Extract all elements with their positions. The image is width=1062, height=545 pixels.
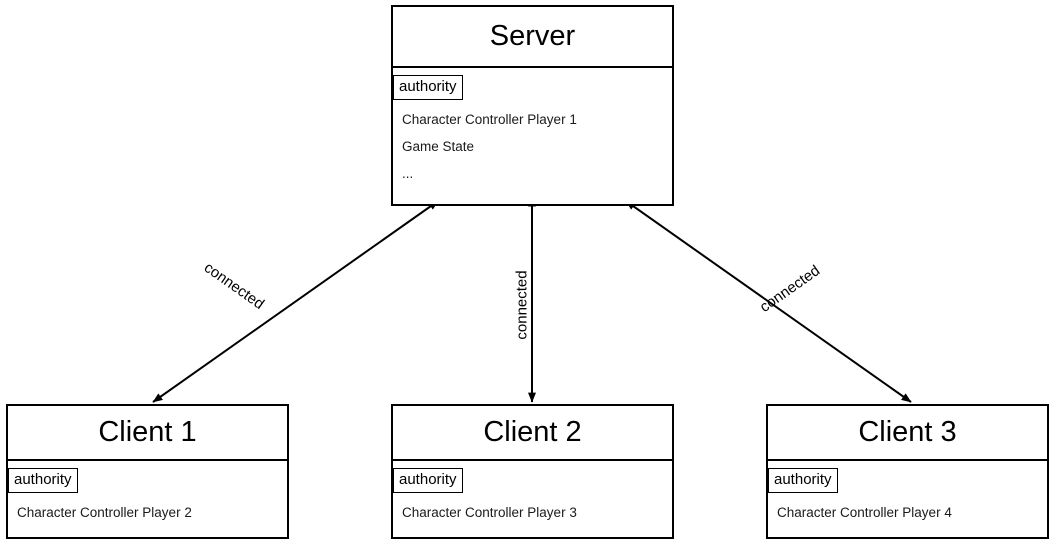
node-server[interactable]: Server authority Character Controller Pl… — [391, 5, 674, 206]
node-client3[interactable]: Client 3 authority Character Controller … — [766, 404, 1049, 539]
node-client2-stereotype: authority — [393, 468, 463, 493]
node-server-attribute: Character Controller Player 1 — [402, 112, 577, 127]
node-client1-attribute: Character Controller Player 2 — [17, 505, 192, 520]
node-client1-body: authority Character Controller Player 2 — [8, 461, 287, 526]
node-server-attribute: Game State — [402, 139, 475, 154]
edge-server-client1 — [152, 200, 439, 403]
node-client3-stereotype-wrap: authority — [768, 468, 1047, 493]
node-client2-body: authority Character Controller Player 3 — [393, 461, 672, 526]
node-server-title: Server — [393, 7, 672, 68]
node-client3-attribute: Character Controller Player 4 — [777, 505, 952, 520]
node-client3-body: authority Character Controller Player 4 — [768, 461, 1047, 526]
node-client3-stereotype: authority — [768, 468, 838, 493]
edge-label-server-client1: connected — [200, 259, 268, 313]
node-server-stereotype-wrap: authority — [393, 75, 672, 100]
edge-label-server-client2: connected — [513, 270, 531, 340]
node-client1-title: Client 1 — [8, 406, 287, 461]
node-client2-attribute: Character Controller Player 3 — [402, 505, 577, 520]
node-client2-stereotype-wrap: authority — [393, 468, 672, 493]
node-client1-stereotype-wrap: authority — [8, 468, 287, 493]
node-client2-title: Client 2 — [393, 406, 672, 461]
node-client1[interactable]: Client 1 authority Character Controller … — [6, 404, 289, 539]
node-client2[interactable]: Client 2 authority Character Controller … — [391, 404, 674, 539]
node-server-attribute: ... — [402, 166, 414, 181]
node-client1-stereotype: authority — [8, 468, 78, 493]
node-server-body: authority Character Controller Player 1 … — [393, 68, 672, 187]
node-client3-title: Client 3 — [768, 406, 1047, 461]
edge-label-server-client3: connected — [756, 262, 824, 316]
node-server-stereotype: authority — [393, 75, 463, 100]
